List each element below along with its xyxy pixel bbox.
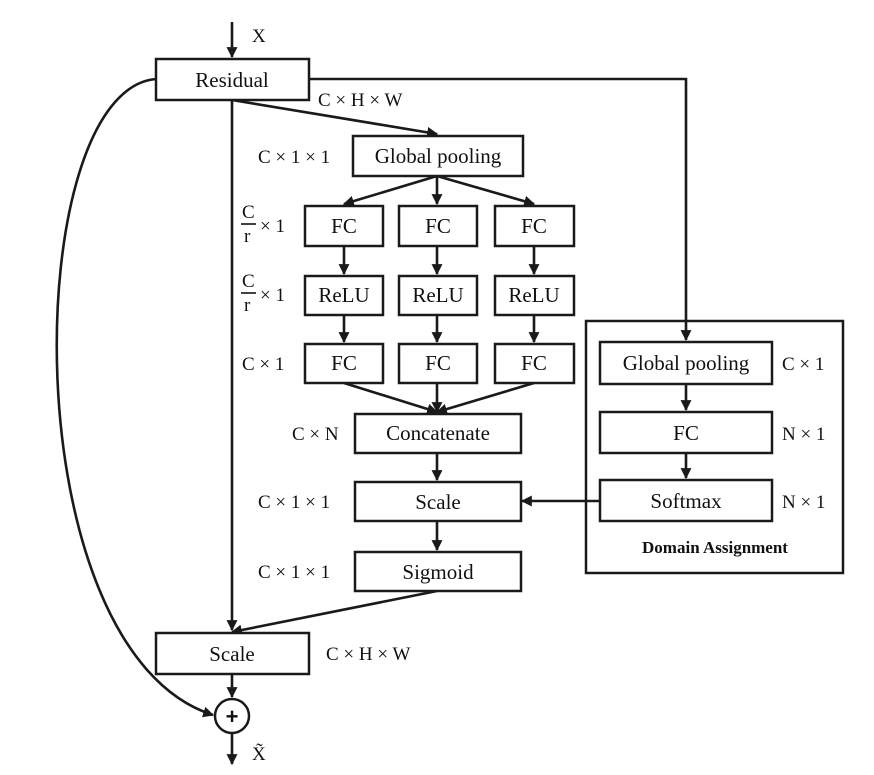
input-label: X <box>252 26 266 47</box>
svg-text:ReLU: ReLU <box>412 283 463 307</box>
svg-text:FC: FC <box>331 214 357 238</box>
dim-relu: C r × 1 <box>241 271 285 316</box>
edge-pool-fc-a <box>342 174 438 207</box>
node-fc-2c: FC <box>493 342 576 385</box>
dim-global-pooling: C × 1 × 1 <box>258 147 330 168</box>
node-fc-1b: FC <box>397 204 479 248</box>
node-fc-2b: FC <box>397 342 479 385</box>
dim-fc1-num: C <box>242 202 255 223</box>
domain-assignment-frame <box>584 319 845 575</box>
node-residual: Residual <box>154 57 311 102</box>
node-fc-2a: FC <box>303 342 385 385</box>
svg-text:FC: FC <box>673 421 699 445</box>
svg-text:FC: FC <box>521 351 547 375</box>
svg-text:Scale: Scale <box>415 490 460 514</box>
edges <box>55 22 692 766</box>
svg-text:Residual: Residual <box>195 68 269 92</box>
svg-text:FC: FC <box>331 351 357 375</box>
dim-residual-out: C × H × W <box>318 90 402 111</box>
svg-text:Concatenate: Concatenate <box>386 421 490 445</box>
node-sigmoid: Sigmoid <box>353 550 523 593</box>
svg-text:Scale: Scale <box>209 642 254 666</box>
dim-domain-global-pooling: C × 1 <box>782 354 824 375</box>
node-global-pooling: Global pooling <box>351 134 525 178</box>
dim-fc1-rest: × 1 <box>260 216 285 237</box>
node-relu-b: ReLU <box>397 274 479 317</box>
dim-domain-fc: N × 1 <box>782 424 825 445</box>
svg-text:Global pooling: Global pooling <box>623 351 750 375</box>
domain-assignment-title: Domain Assignment <box>642 538 788 557</box>
edge-residual-global-pooling <box>231 98 439 138</box>
node-concatenate: Concatenate <box>353 412 523 455</box>
node-scale: Scale <box>353 480 523 523</box>
dim-sigmoid: C × 1 × 1 <box>258 562 330 583</box>
node-domain-global-pooling: Global pooling <box>598 340 774 386</box>
edge-residual-skip <box>55 77 215 718</box>
svg-text:Sigmoid: Sigmoid <box>402 560 474 584</box>
svg-text:FC: FC <box>425 214 451 238</box>
dim-softmax: N × 1 <box>782 492 825 513</box>
edge-fc-concat-c <box>435 381 535 415</box>
output-label: X̃ <box>252 742 266 765</box>
node-softmax: Softmax <box>598 478 774 523</box>
node-scale-out: Scale <box>154 631 311 676</box>
dim-fc2: C × 1 <box>242 354 284 375</box>
dim-fc1-den: r <box>244 226 251 247</box>
dim-scale-out: C × H × W <box>326 644 410 665</box>
edge-fc-concat-a <box>343 381 439 415</box>
plus-symbol: + <box>226 704 239 729</box>
node-relu-a: ReLU <box>303 274 385 317</box>
edge-residual-domain-pooling <box>309 77 692 342</box>
edge-pool-fc-c <box>436 174 536 207</box>
dim-relu-den: r <box>244 295 251 316</box>
svg-text:Softmax: Softmax <box>650 489 722 513</box>
svg-text:ReLU: ReLU <box>318 283 369 307</box>
dim-scale: C × 1 × 1 <box>258 492 330 513</box>
node-fc-1c: FC <box>493 204 576 248</box>
node-fc-1a: FC <box>303 204 385 248</box>
dim-relu-rest: × 1 <box>260 285 285 306</box>
node-domain-fc: FC <box>598 410 774 455</box>
svg-text:Global pooling: Global pooling <box>375 144 502 168</box>
svg-text:FC: FC <box>425 351 451 375</box>
node-plus: + <box>213 697 251 735</box>
svg-text:FC: FC <box>521 214 547 238</box>
node-relu-c: ReLU <box>493 274 576 317</box>
edge-sigmoid-scale-out <box>230 589 438 636</box>
svg-text:ReLU: ReLU <box>508 283 559 307</box>
dim-relu-num: C <box>242 271 255 292</box>
dim-concatenate: C × N <box>292 424 339 445</box>
dim-fc1: C r × 1 <box>241 202 285 247</box>
